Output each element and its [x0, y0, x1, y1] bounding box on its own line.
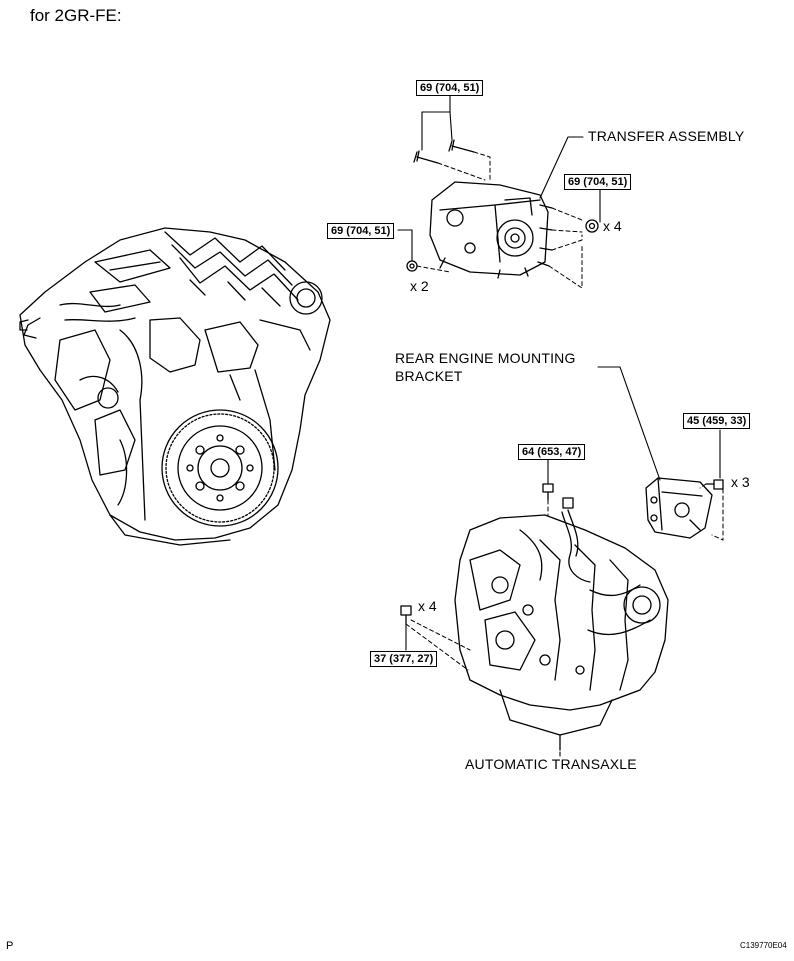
qty-transaxle-side-bolts: x 4 — [418, 598, 437, 614]
torque-transaxle-top-bolt: 64 (653, 47) — [518, 444, 586, 460]
transfer-nuts-right — [585, 219, 599, 233]
transaxle-top-bolt — [542, 483, 554, 501]
page-heading: for 2GR-FE: — [30, 6, 122, 25]
torque-bracket-bolts: 45 (459, 33) — [683, 413, 751, 429]
torque-transfer-bolts: 69 (704, 51) — [416, 80, 484, 96]
qty-transfer-nut-left: x 2 — [410, 278, 429, 294]
transaxle-side-bolts — [400, 605, 412, 625]
alignment-lines — [405, 151, 724, 671]
label-automatic-transaxle: AUTOMATIC TRANSAXLE — [465, 756, 637, 772]
page-mark: P — [6, 940, 14, 952]
qty-transfer-nuts-right: x 4 — [603, 218, 622, 234]
transfer-nut-left — [406, 260, 418, 272]
qty-bracket-bolts: x 3 — [731, 474, 750, 490]
torque-transfer-nut-left: 69 (704, 51) — [327, 223, 395, 239]
bracket-bolts — [705, 479, 724, 490]
torque-transfer-nuts-right: 69 (704, 51) — [564, 174, 632, 190]
engine-illustration — [19, 227, 331, 546]
automatic-transaxle-illustration — [454, 497, 669, 751]
leader-lines — [397, 93, 721, 757]
label-rear-engine-mounting-line2: BRACKET — [395, 368, 463, 384]
figure-id: C139770E04 — [740, 941, 787, 950]
transfer-bolts — [413, 139, 475, 164]
transfer-assembly-illustration — [429, 181, 553, 279]
label-transfer-assembly: TRANSFER ASSEMBLY — [588, 128, 745, 144]
label-rear-engine-mounting-line1: REAR ENGINE MOUNTING — [395, 350, 576, 366]
torque-transaxle-side-bolts: 37 (377, 27) — [370, 651, 438, 667]
rear-engine-mounting-bracket-illustration — [645, 477, 713, 539]
